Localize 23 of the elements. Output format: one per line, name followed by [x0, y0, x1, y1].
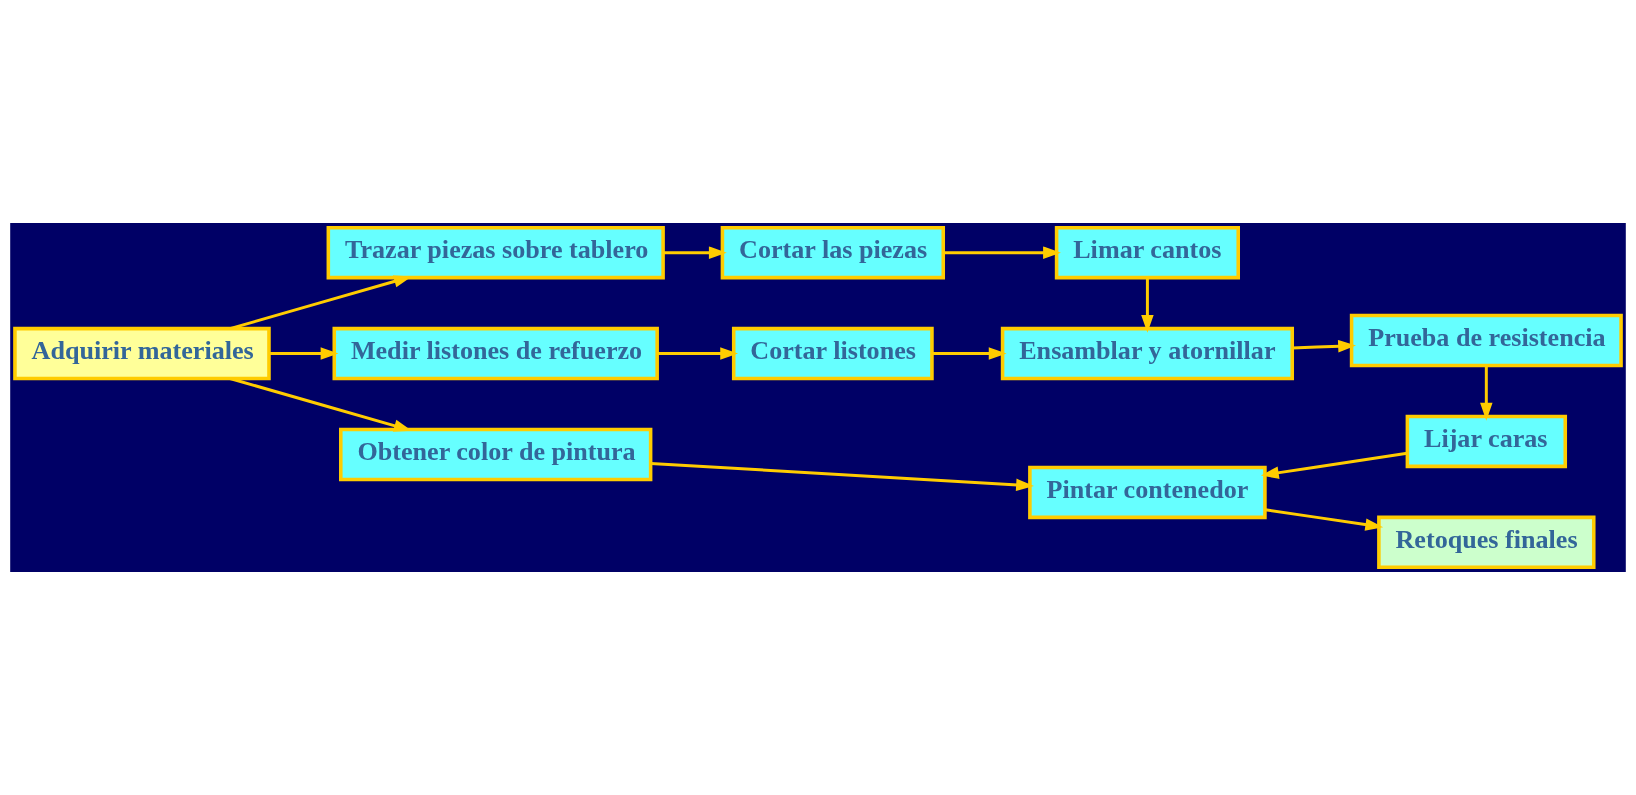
arrow — [1260, 451, 1408, 479]
node-box: Prueba de resistencia — [1349, 313, 1623, 368]
node-box: Lijar caras — [1405, 414, 1568, 469]
arrow — [1141, 278, 1154, 333]
arrow — [1265, 508, 1384, 531]
arrow — [657, 347, 739, 360]
arrow — [1292, 340, 1357, 353]
arrow — [1480, 365, 1493, 421]
node-box: Limar cantos — [1054, 225, 1240, 280]
arrow — [269, 347, 339, 360]
node-box: Ensamblar y atornillar — [1000, 326, 1294, 381]
node-box: Cortar las piezas — [720, 225, 945, 280]
node-box: Cortar listones — [731, 326, 934, 381]
arrow — [663, 246, 727, 259]
node-box: Pintar contenedor — [1028, 465, 1267, 520]
arrow — [932, 347, 1007, 360]
node-box: Retoques finales — [1377, 515, 1596, 570]
node-box: Obtener color de pintura — [339, 427, 653, 482]
node-box: Adquirir materiales — [13, 326, 271, 381]
node-box: Trazar piezas sobre tablero — [326, 225, 665, 280]
arrow — [650, 462, 1034, 492]
node-box: Medir listones de refuerzo — [332, 326, 659, 381]
arrow — [943, 246, 1061, 259]
